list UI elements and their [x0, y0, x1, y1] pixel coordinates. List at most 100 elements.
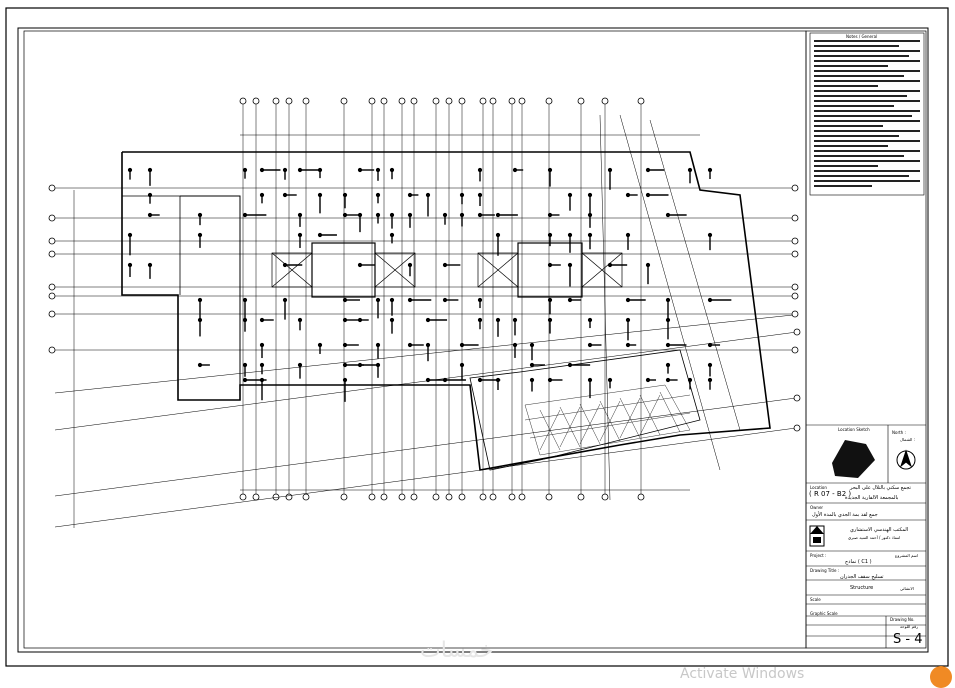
- rebar-end: [665, 212, 671, 218]
- rebar-end: [625, 317, 631, 323]
- rebar-end: [707, 377, 713, 383]
- owner-value-ar: جمع لقد بمة الجدي بالمدة الأول: [812, 512, 878, 518]
- drawing-title-label: Drawing Title :: [810, 568, 840, 573]
- rebar-end: [459, 342, 465, 348]
- rebar-end: [407, 297, 413, 303]
- rebar-end: [197, 232, 203, 238]
- rebar-end: [375, 362, 381, 368]
- rebar-end: [425, 342, 431, 348]
- ramp-hatch: [524, 384, 691, 456]
- discipline-ar: الانشائي: [900, 586, 914, 591]
- rebar-end: [587, 317, 593, 323]
- building-model-ar: نماذج ( C1 ): [845, 559, 872, 565]
- rebar-end: [389, 317, 395, 323]
- rebar-end: [317, 192, 323, 198]
- owner-label: Owner: [810, 505, 824, 510]
- project-label-ar: اسم المشروع: [895, 553, 919, 558]
- rebar-end: [665, 297, 671, 303]
- rebar-end: [477, 212, 483, 218]
- rebar-end: [512, 167, 518, 173]
- rebar-end: [707, 297, 713, 303]
- grid-lines-vertical: [242, 103, 642, 495]
- sheet-outer-border: [5, 7, 949, 667]
- rebar-end: [259, 342, 265, 348]
- rebar-end: [297, 362, 303, 368]
- top-grid-axes: [239, 97, 700, 501]
- rebar-end: [707, 362, 713, 368]
- consultant-name-ar: المكتب الهندسي الاستشاري: [850, 527, 909, 533]
- rebar-end: [687, 167, 693, 173]
- rebar-end: [242, 167, 248, 173]
- title-block-rows: [806, 424, 926, 648]
- grid-bubbles-top: [239, 97, 645, 105]
- north-label: North :: [892, 430, 906, 435]
- rebar-end: [147, 212, 153, 218]
- watermark: خمسات: [420, 638, 494, 663]
- skewed-grid-lines: [599, 114, 741, 501]
- rebar-end: [645, 167, 651, 173]
- consultant-sub-ar: استاذ دكتور / أحمد السيد صبري: [848, 535, 901, 540]
- rebar-end: [407, 262, 413, 268]
- rebar-end: [357, 362, 363, 368]
- rebar-end: [407, 192, 413, 198]
- rebar-end: [197, 317, 203, 323]
- project-code: ( R 07 - B2 ): [809, 490, 852, 498]
- rebar-end: [645, 262, 651, 268]
- rebar-end: [147, 192, 153, 198]
- rebar-end: [425, 377, 431, 383]
- rebar-end: [342, 212, 348, 218]
- rebar-end: [442, 377, 448, 383]
- rebar-end: [282, 262, 288, 268]
- rebar-end: [407, 212, 413, 218]
- rebar-end: [512, 342, 518, 348]
- rebar-end: [567, 192, 573, 198]
- rebar-end: [547, 317, 553, 323]
- rebar-end: [127, 232, 133, 238]
- rebar-end: [342, 317, 348, 323]
- authority-ar: بالمجمعة الالفارية الجديدة: [845, 495, 899, 501]
- rebar-end: [587, 192, 593, 198]
- drawing-no-label: Drawing No.: [890, 617, 915, 622]
- rebar-end: [625, 232, 631, 238]
- rebar-end: [259, 362, 265, 368]
- discipline: Structure: [850, 585, 874, 591]
- rebar-end: [282, 192, 288, 198]
- rebar-end: [375, 212, 381, 218]
- rebar-end: [587, 342, 593, 348]
- grid-bubbles-bottom: [239, 493, 645, 501]
- rebar-end: [357, 167, 363, 173]
- general-notes-text: [814, 40, 920, 190]
- slab-outline: [121, 151, 771, 471]
- rebar-end: [442, 262, 448, 268]
- project-name-ar: تجمع سكني بالتلال على البحر: [850, 485, 911, 491]
- rebar-end: [529, 377, 535, 383]
- rebar-end: [512, 317, 518, 323]
- rebar-end: [375, 342, 381, 348]
- rebar-end: [665, 377, 671, 383]
- rebar-end: [459, 192, 465, 198]
- rebar-end: [342, 362, 348, 368]
- rebar-end: [342, 342, 348, 348]
- rebar-end: [547, 212, 553, 218]
- horizontal-grid-axes: [48, 184, 801, 528]
- rebar-end: [197, 297, 203, 303]
- rebar-end: [459, 212, 465, 218]
- drawing-no-ar: رقم اللوحة: [900, 624, 919, 629]
- north-label-ar: الشمال :: [900, 437, 915, 442]
- rebar-end: [687, 377, 693, 383]
- rebar-end: [242, 377, 248, 383]
- rebar-end: [389, 212, 395, 218]
- rebar-end: [495, 317, 501, 323]
- rebar-end: [529, 342, 535, 348]
- notification-icon[interactable]: [930, 666, 952, 688]
- rebar-end: [389, 167, 395, 173]
- rebar-end: [317, 167, 323, 173]
- rebar-end: [547, 232, 553, 238]
- rebar-end: [587, 212, 593, 218]
- rebar-end: [317, 342, 323, 348]
- rebar-end: [375, 192, 381, 198]
- rebar-end: [375, 167, 381, 173]
- location-sketch-label: Location Sketch: [838, 427, 870, 432]
- rebar-end: [357, 317, 363, 323]
